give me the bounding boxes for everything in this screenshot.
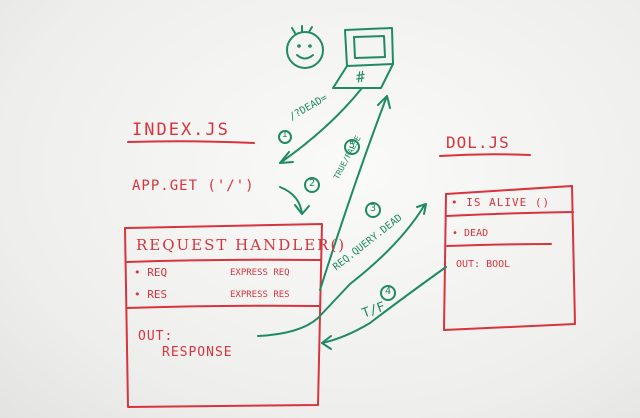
arrow-step-5 xyxy=(319,95,388,291)
step-5-circle xyxy=(344,139,360,155)
handler-out-value: RESPONSE xyxy=(162,345,233,360)
request-handler-divider-1 xyxy=(125,258,321,263)
step-2-circle xyxy=(304,177,320,193)
step-3-circle xyxy=(365,202,381,218)
step-1-number: 1 xyxy=(282,130,288,140)
request-handler-divider-2 xyxy=(126,304,320,309)
arrow-step-2-head xyxy=(294,204,310,215)
arrow-step-3-head xyxy=(416,203,427,215)
arrow-step-2 xyxy=(279,186,303,215)
dol-divider-2 xyxy=(446,243,552,247)
dol-file-title: DOL.JS xyxy=(446,133,510,152)
step-1-circle xyxy=(278,130,292,144)
request-handler-title: REQUEST HANDLER() xyxy=(136,236,347,254)
dol-function-title: • IS ALIVE () xyxy=(451,196,551,209)
dol-underline xyxy=(439,153,531,157)
route-call: APP.GET ('/') xyxy=(132,178,255,194)
param-res-desc: EXPRESS RES xyxy=(230,290,290,300)
arrow-step-3 xyxy=(257,205,425,337)
step-4-circle xyxy=(380,285,396,301)
arrow-step-1-head xyxy=(279,151,294,164)
arrow-step-5-head xyxy=(377,95,391,109)
step-2-number: 2 xyxy=(309,178,316,189)
dol-param: • DEAD xyxy=(452,228,489,239)
request-handler-box xyxy=(124,223,323,408)
step-4-number: 4 xyxy=(385,286,392,297)
arrow-step-1 xyxy=(279,87,363,164)
index-file-title: INDEX.JS xyxy=(132,120,230,140)
handler-out-label: OUT: xyxy=(138,329,174,344)
param-req-desc: EXPRESS REQ xyxy=(230,268,290,278)
arrow-step-4-head xyxy=(321,335,332,350)
arrow-step-4 xyxy=(321,266,447,344)
laptop-icon xyxy=(332,27,394,89)
user-face-icon xyxy=(286,25,324,69)
index-underline xyxy=(127,140,255,144)
dol-divider-1 xyxy=(445,211,574,217)
dol-box xyxy=(443,185,576,331)
dol-out: OUT: BOOL xyxy=(456,259,511,270)
param-res-name: • RES xyxy=(134,288,168,301)
param-req-name: • REQ xyxy=(134,266,168,279)
step-5-number: 5 xyxy=(349,140,356,151)
step-3-number: 3 xyxy=(370,203,377,214)
